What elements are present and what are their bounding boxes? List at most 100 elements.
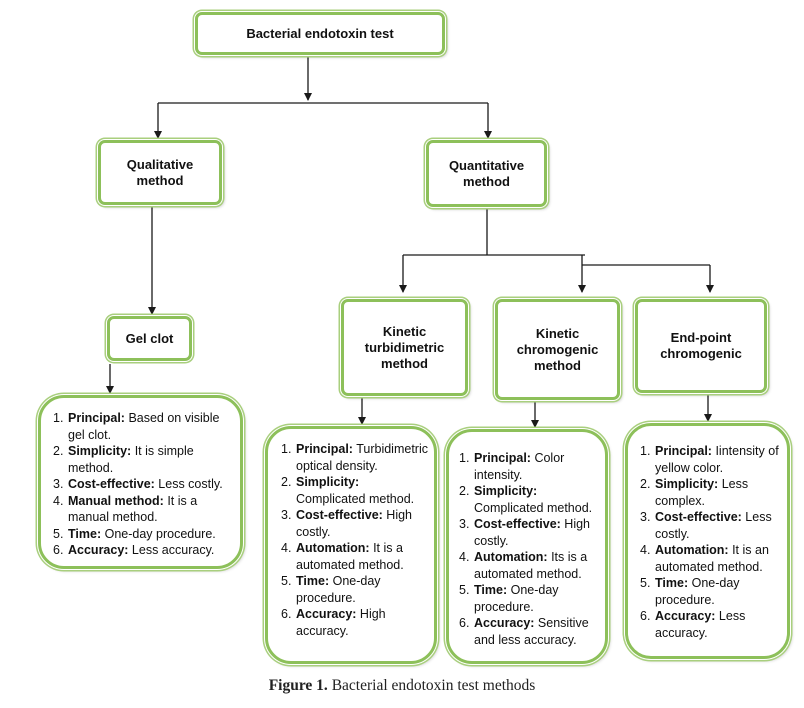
item-number: 5. [640,576,651,590]
item-number: 1. [53,411,64,425]
item-text: One-day procedure. [474,583,559,614]
item-text: Less complex. [655,477,749,508]
detail-item: 6. Accuracy: Less accuracy. [53,542,232,559]
qualitative-method-label: Qualitative method [126,156,194,188]
item-number: 5. [281,574,292,588]
detail-item: 4.Automation: Its is a automated method. [459,549,599,582]
item-number: 2. [281,475,292,489]
detail-item: 5. Time: One-day procedure. [640,575,781,608]
item-number: 1. [459,451,470,465]
figure-caption-label: Figure 1. [268,677,328,694]
item-text: High costly. [474,517,591,548]
detail-item: 3. Cost-effective: High costly. [459,516,599,549]
detail-item: 3.Cost-effective: High costly. [281,507,428,540]
detail-item: 5. Time: One-day procedure. [53,526,232,543]
item-label: Principal: [655,444,712,458]
detail-item: 1.Principal: Based on visible gel clot. [53,410,232,443]
gel-clot-box: Gel clot [107,316,192,361]
detail-item: 1.Principal: Turbidimetric optical densi… [281,441,428,474]
item-label: Accuracy: [474,616,535,630]
detail-item: 4.Manual method: It is a manual method. [53,493,232,526]
item-text: One-day procedure. [101,526,216,541]
gel-clot-details-card: 1.Principal: Based on visible gel clot. … [38,395,243,569]
kinetic-chromogenic-label: Kinetic chromogenic method [516,325,599,373]
item-label: Time: [68,526,102,541]
detail-item: 2.Simplicity: Less complex. [640,476,781,509]
item-label: Simplicity: [655,477,719,491]
detail-item: 1. Principal: Iintensity of yellow color. [640,443,781,476]
item-text: Less accuracy. [128,543,215,557]
item-text: Less costly. [655,510,772,541]
detail-item: 1. Principal: Color intensity. [459,450,599,483]
detail-item: 6.Accuracy: High accuracy. [281,606,428,639]
item-number: 6. [459,616,470,630]
item-label: Simplicity: [296,475,360,489]
item-number: 1. [281,442,292,456]
item-text: It is an automated method. [655,543,769,574]
detail-item: 6. Accuracy: Sensitive and less accuracy. [459,615,599,648]
item-number: 6. [640,609,651,623]
item-number: 1. [640,444,651,458]
figure-caption: Figure 1. Bacterial endotoxin test metho… [0,677,804,695]
detail-item: 3.Cost-effective: Less costly. [640,509,781,542]
item-label: Time: [655,576,689,590]
quantitative-method-box: Quantitative method [426,140,547,207]
item-label: Automation: [655,543,729,557]
item-number: 6. [53,543,64,557]
detail-item: 4. Automation: It is a automated method. [281,540,428,573]
item-text: One-day procedure. [655,576,740,607]
endpoint-chromogenic-label: End-point chromogenic [660,330,742,361]
item-number: 3. [640,510,651,524]
item-number: 4. [281,541,292,555]
kinetic-chromogenic-details-card: 1. Principal: Color intensity. 2.Simplici… [446,429,608,664]
item-text: Less accuracy. [655,609,746,640]
endpoint-chromogenic-box: End-point chromogenic [635,299,767,393]
kinetic-turbidimetric-label: Kinetic turbidimetric method [364,323,445,371]
detail-item: 2. Simplicity: It is simple method. [53,443,232,476]
item-number: 3. [459,517,470,531]
item-number: 5. [53,526,64,541]
item-text: Turbidimetric optical density. [296,442,428,473]
item-text: Based on visible gel clot. [68,411,220,442]
item-label: Cost-effective: [68,477,155,491]
item-number: 2. [53,444,64,458]
item-label: Accuracy: [655,609,716,623]
item-text: Sensitive and less accuracy. [474,616,589,647]
item-number: 6. [281,607,292,621]
detail-item: 5.Time: One-day procedure. [281,573,428,606]
quantitative-method-label: Quantitative method [448,157,525,189]
item-label: Simplicity: [68,444,132,458]
item-text: High accuracy. [296,607,386,638]
item-text: Complicated method. [296,491,415,506]
item-text: Its is a automated method. [474,550,588,581]
detail-item: 2.Simplicity: Complicated method. [459,483,599,516]
item-label: Accuracy: [68,543,129,557]
kinetic-turbidimetric-box: Kinetic turbidimetric method [341,299,468,396]
item-label: Automation: [296,541,370,555]
kinetic-chromogenic-box: Kinetic chromogenic method [495,299,620,400]
detail-item: 3. Cost-effective: Less costly. [53,476,232,493]
item-text: One-day procedure. [296,574,381,605]
item-label: Principal: [474,451,531,465]
item-label: Cost-effective: [474,517,561,531]
detail-item: 6. Accuracy: Less accuracy. [640,608,781,641]
item-text: Iintensity of yellow color. [655,444,779,475]
item-number: 3. [281,508,292,522]
detail-item: 4. Automation: It is an automated method. [640,542,781,575]
item-label: Manual method: [68,493,164,508]
item-number: 4. [640,543,651,557]
root-node-box: Bacterial endotoxin test [195,12,445,55]
item-number: 2. [459,484,470,498]
gel-clot-label: Gel clot [125,330,174,346]
figure-caption-text: Bacterial endotoxin test methods [327,677,536,694]
item-text: It is a automated method. [296,541,404,572]
item-number: 3. [53,477,64,491]
detail-item: 5.Time: One-day procedure. [459,582,599,615]
endpoint-chromogenic-details-card: 1. Principal: Iintensity of yellow color.… [625,423,790,659]
item-label: Time: [474,583,508,597]
item-text: Less costly. [154,477,223,491]
item-label: Cost-effective: [296,508,383,522]
item-text: It is simple method. [68,444,194,475]
item-text: Color intensity. [474,451,565,482]
